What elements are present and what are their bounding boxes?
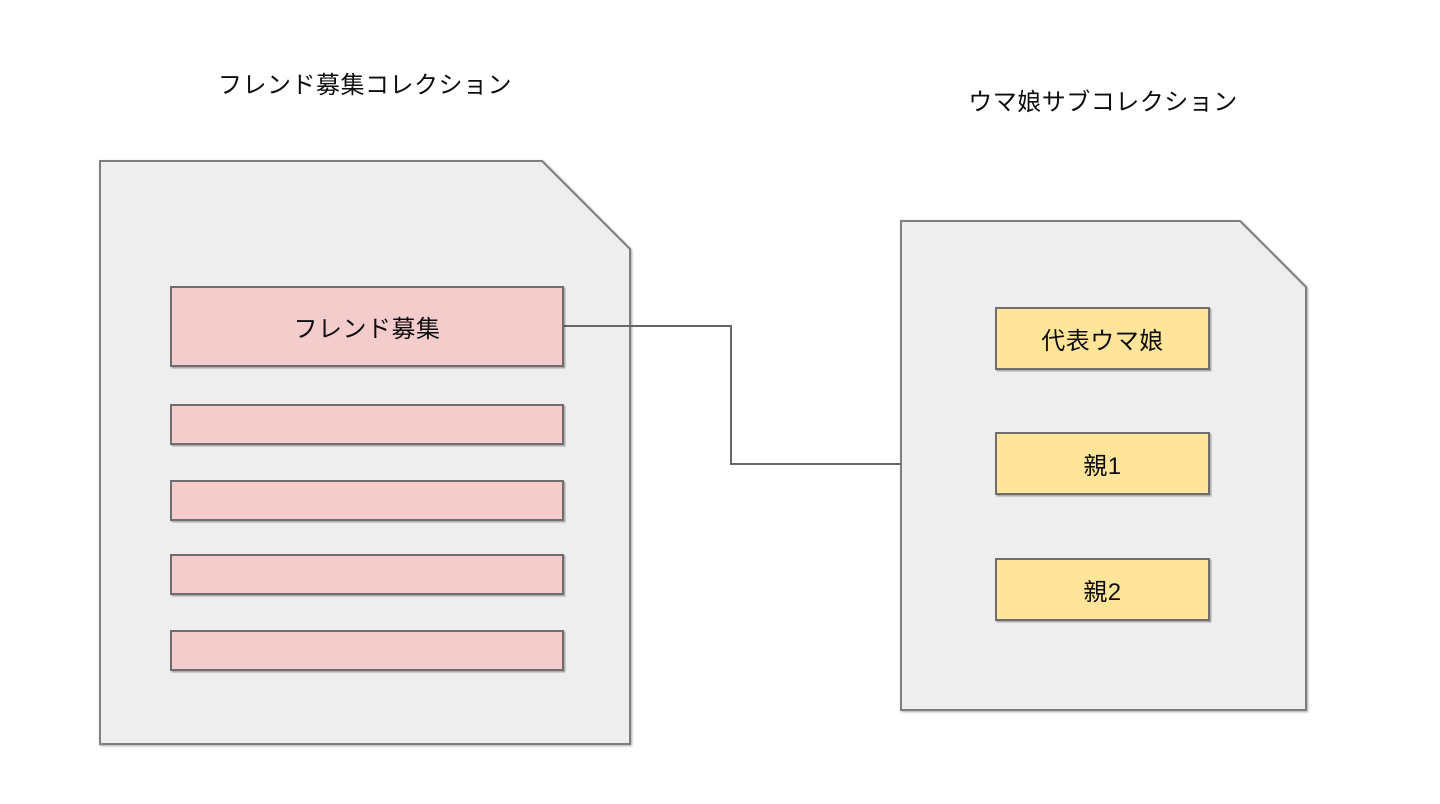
connector-line [564, 325, 901, 465]
friend-empty-item-4 [170, 630, 564, 671]
uma-item-parent-1-label: 親1 [1083, 453, 1122, 480]
uma-item-representative-label: 代表ウマ娘 [1041, 328, 1164, 355]
uma-item-representative: 代表ウマ娘 [995, 307, 1210, 370]
friend-empty-item-3 [170, 554, 564, 595]
uma-item-parent-2: 親2 [995, 558, 1210, 621]
uma-subcollection-title: ウマ娘サブコレクション [968, 89, 1238, 116]
friend-recruit-item: フレンド募集 [170, 286, 564, 367]
friend-empty-item-2 [170, 480, 564, 521]
friend-collection-title: フレンド募集コレクション [218, 72, 512, 99]
friend-recruit-item-label: フレンド募集 [293, 316, 441, 343]
friend-empty-item-1 [170, 404, 564, 445]
uma-item-parent-2-label: 親2 [1083, 579, 1122, 606]
uma-item-parent-1: 親1 [995, 432, 1210, 495]
